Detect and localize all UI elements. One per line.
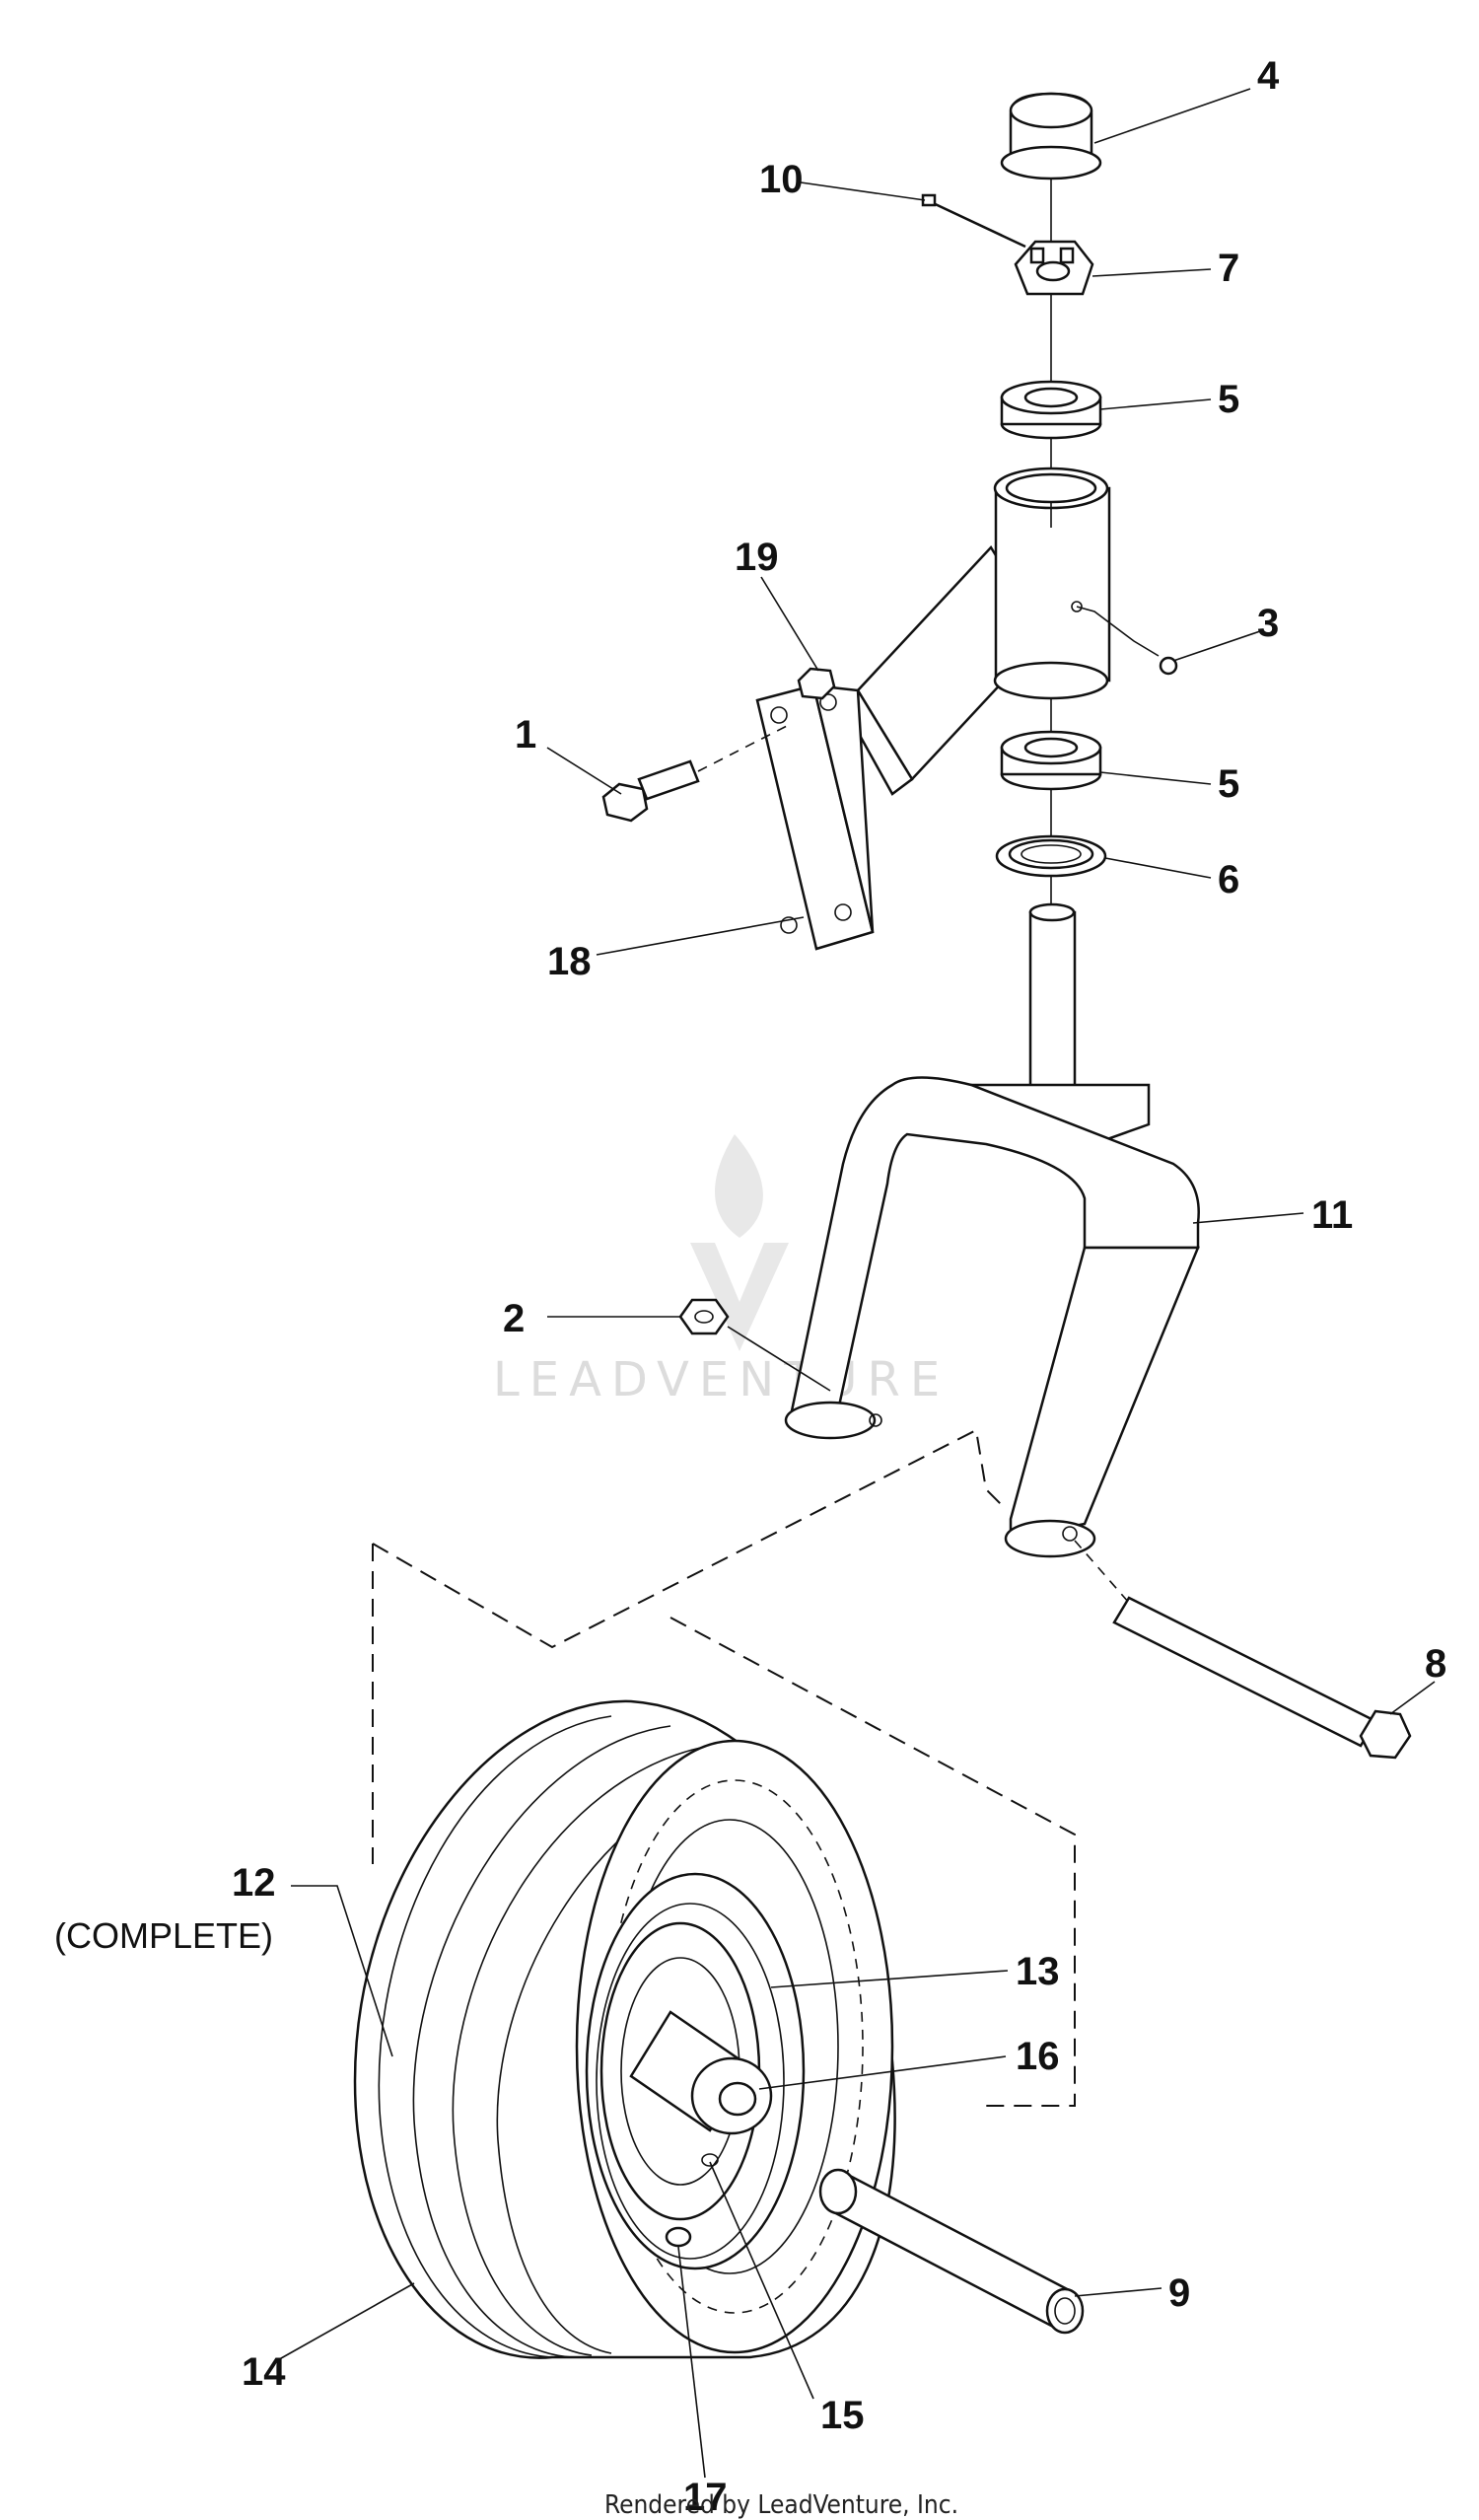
bolt	[601, 724, 790, 823]
callout-13: 13	[1016, 1950, 1060, 1993]
dust-cap	[1000, 92, 1102, 180]
callout-18: 18	[547, 940, 592, 983]
assembly-outline	[372, 1428, 1076, 2107]
callout-5-bottom: 5	[1218, 762, 1239, 806]
footer-credit: Rendered by LeadVenture, Inc.	[604, 2490, 958, 2520]
axle-bolt	[1074, 1540, 1412, 1760]
callout-16: 16	[1016, 2035, 1060, 2078]
callout-17: 17	[683, 2476, 728, 2519]
wheel-tire	[353, 1699, 896, 2359]
bearing-top	[1000, 380, 1102, 440]
caster-arm	[755, 467, 1111, 951]
callout-11: 11	[1311, 1193, 1353, 1237]
caster-fork	[784, 902, 1200, 1558]
callout-19: 19	[735, 536, 779, 579]
callout-14: 14	[242, 2350, 286, 2394]
watermark-text: LEADVENTURE	[493, 1352, 950, 1407]
castle-nut	[1014, 240, 1094, 296]
leader-lines	[273, 88, 1436, 2479]
callout-5-top: 5	[1218, 378, 1239, 421]
seal	[995, 834, 1107, 878]
callout-9: 9	[1168, 2271, 1190, 2315]
grease-fitting	[1076, 606, 1178, 676]
hex-nut-small	[797, 667, 836, 700]
callout-12: 12	[232, 1861, 276, 1905]
callout-3: 3	[1257, 602, 1279, 645]
cotter-pin	[921, 193, 1026, 249]
callout-15: 15	[820, 2394, 865, 2437]
callout-2: 2	[503, 1297, 525, 1340]
spacer-tube	[818, 2168, 1085, 2335]
hex-nut	[678, 1298, 831, 1392]
callout-7: 7	[1218, 247, 1239, 290]
complete-note: (COMPLETE)	[54, 1915, 273, 1956]
callout-10: 10	[759, 158, 804, 201]
callout-4: 4	[1257, 54, 1280, 98]
callout-6: 6	[1218, 858, 1239, 901]
leadventure-watermark: LEADVENTURE	[493, 1134, 950, 1407]
bearing-bottom	[1000, 730, 1102, 791]
callout-1: 1	[515, 713, 536, 756]
callout-8: 8	[1425, 1642, 1446, 1686]
